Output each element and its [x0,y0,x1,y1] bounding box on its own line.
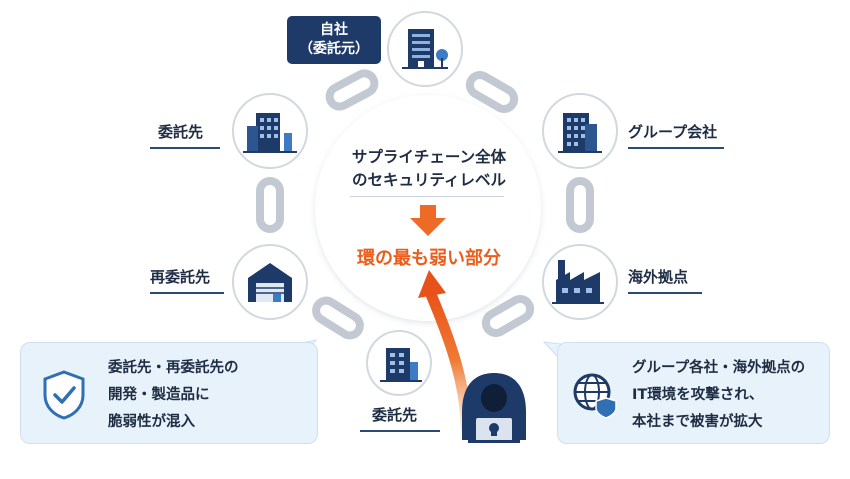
label-underline [628,292,702,294]
callout-right-line: IT環境を攻撃され、 [632,387,764,403]
chain-link [566,177,594,233]
shield-check-icon [43,370,85,420]
hacker-icon [462,373,526,443]
label-text: グループ会社 [628,123,718,141]
label-underline [150,147,220,149]
label-group: グループ会社 [628,121,724,149]
label-underline [360,430,440,432]
chain-link [325,69,379,111]
node-itakusaki-bottom [366,330,432,396]
center-heading-line: サプライチェーン全体 [351,148,507,166]
building-icon [243,113,297,153]
label-itakusaki-bottom: 委託先 [360,404,440,432]
callout-left-line: 開発・製造品に [108,387,210,403]
node-group [542,93,618,169]
callout-right-line: 本社まで被害が拡大 [632,414,763,430]
node-itakusaki-left [232,93,308,169]
building-icon [558,113,602,153]
callout-right-line: グループ各社・海外拠点の [632,360,806,376]
office-tower-icon [402,29,448,69]
chain [256,69,594,340]
chain-link [256,177,284,233]
center-heading-line: のセキュリティレベル [351,171,507,189]
label-saiitaku: 再委託先 [150,266,224,294]
warehouse-icon [248,263,292,302]
callout-left-line: 委託先・再委託先の [108,360,239,376]
node-overseas [542,244,618,320]
node-saiitaku [232,244,308,320]
chain-link [481,295,535,337]
label-text: 再委託先 [150,268,211,286]
callout-left-text: 委託先・再委託先の 開発・製造品に 脆弱性が混入 [108,355,239,436]
label-itakusaki-left: 委託先 [150,121,220,149]
center-heading: サプライチェーン全体 のセキュリティレベル [318,146,540,192]
factory-icon [552,260,604,304]
label-jisha-sub: （委託元） [299,41,369,57]
building-icon [380,348,422,382]
label-underline [628,147,724,149]
down-arrow-icon [410,205,446,236]
label-overseas: 海外拠点 [628,266,702,294]
weakest-link-text: 環の最も弱い部分 [357,248,501,269]
callout-right-text: グループ各社・海外拠点の IT環境を攻撃され、 本社まで被害が拡大 [632,355,805,436]
node-jisha [387,11,463,87]
label-text: 海外拠点 [628,268,689,286]
label-underline [150,292,224,294]
label-text: 委託先 [372,406,418,424]
center-divider [350,196,504,197]
label-text: 委託先 [158,123,204,141]
label-jisha: 自社 （委託元） [287,16,381,64]
label-jisha-title: 自社 [320,22,348,38]
chain-link [312,296,364,340]
globe-shield-icon [573,373,617,419]
callout-left-line: 脆弱性が混入 [108,414,195,430]
chain-link [465,71,519,113]
